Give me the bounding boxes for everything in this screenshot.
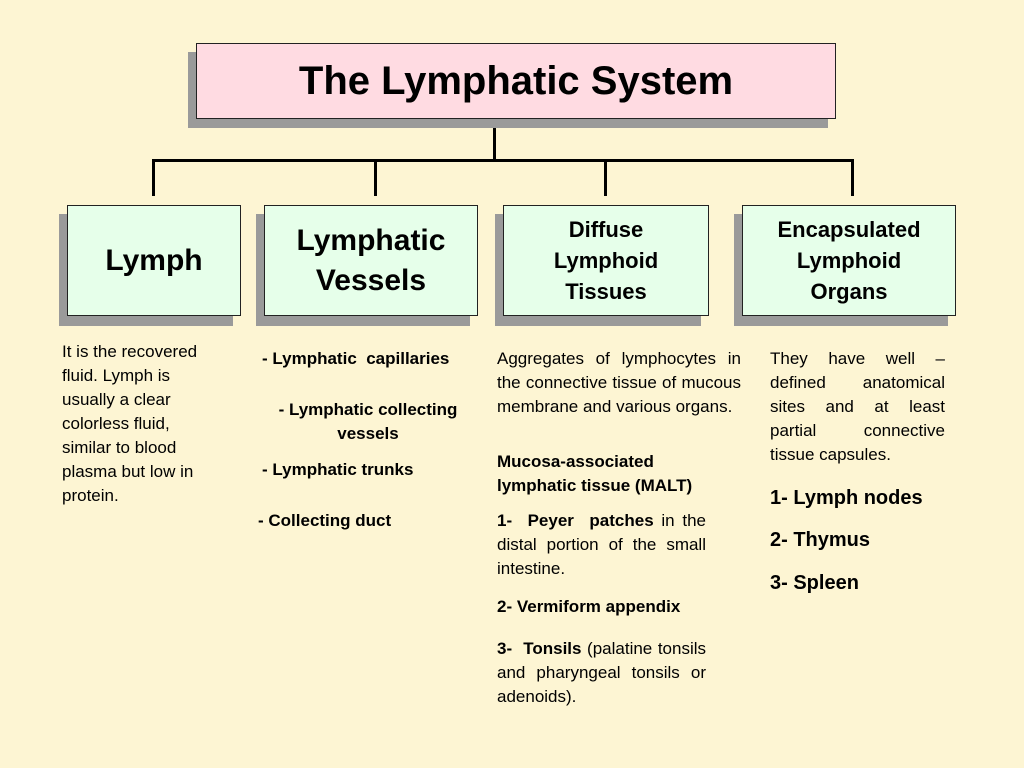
organ-thymus: 2- Thymus xyxy=(770,529,871,551)
category-lymphatic-vessels: Lymphatic Vessels xyxy=(264,205,478,316)
connector-drop-diffuse xyxy=(604,159,607,196)
vessels-item-collecting-duct: - Collecting duct xyxy=(258,511,392,530)
category-vessels-label-line2: Vessels xyxy=(315,263,427,297)
vessels-item-trunks: - Lymphatic trunks xyxy=(262,460,414,479)
connector-drop-encapsulated xyxy=(851,159,854,196)
category-diffuse-label-line1: Diffuse xyxy=(568,217,644,242)
category-encapsulated-label-line2: Lymphoid xyxy=(796,248,902,273)
diffuse-description: Aggregates of lymphocytes in the connect… xyxy=(497,349,741,416)
peyer-patches-description: in the distal portion of the small intes… xyxy=(497,511,707,578)
organ-spleen: 3- Spleen xyxy=(770,572,859,594)
connector-drop-lymph xyxy=(152,159,155,196)
category-diffuse-label-line3: Tissues xyxy=(565,279,647,304)
vessels-item-capillaries: - Lymphatic capillaries xyxy=(262,349,450,368)
category-diffuse-label-line2: Lymphoid xyxy=(553,248,659,273)
connector-trunk xyxy=(493,128,496,161)
page-title-text: The Lymphatic System xyxy=(298,58,734,103)
tonsils-label: 3- Tonsils xyxy=(497,639,582,658)
malt-heading-line1: Mucosa-associated xyxy=(497,452,654,471)
category-lymph: Lymph xyxy=(67,205,241,316)
lymph-description: It is the recovered fluid. Lymph is usua… xyxy=(62,340,252,508)
lymph-description-line: It is the recovered xyxy=(62,342,198,361)
lymph-description-line: fluid. Lymph is xyxy=(62,366,171,385)
malt-heading: Mucosa-associated lymphatic tissue (MALT… xyxy=(497,450,737,498)
vessels-item-collecting: - Lymphatic collecting vessels xyxy=(262,398,474,446)
malt-item-tonsils: 3- Tonsils (palatine tonsils and pharyng… xyxy=(497,637,706,709)
connector-horizontal xyxy=(152,159,854,162)
category-lymph-label: Lymph xyxy=(105,243,203,277)
encapsulated-description: They have well – defined anatomical site… xyxy=(770,349,945,464)
lymph-description-line: plasma but low in xyxy=(62,462,194,481)
category-encapsulated-label-line1: Encapsulated xyxy=(777,217,921,242)
category-diffuse-lymphoid-tissues: Diffuse Lymphoid Tissues xyxy=(503,205,709,316)
page-title: The Lymphatic System xyxy=(196,43,836,119)
malt-heading-line2: lymphatic tissue (MALT) xyxy=(497,476,693,495)
category-encapsulated-label-line3: Organs xyxy=(810,279,888,304)
lymph-description-line: protein. xyxy=(62,486,119,505)
malt-item-vermiform-appendix: 2- Vermiform appendix xyxy=(497,597,681,616)
organ-lymph-nodes: 1- Lymph nodes xyxy=(770,487,923,509)
category-encapsulated-lymphoid-organs: Encapsulated Lymphoid Organs xyxy=(742,205,956,316)
lymph-description-line: usually a clear xyxy=(62,390,171,409)
lymph-description-line: colorless fluid, xyxy=(62,414,170,433)
peyer-patches-label: 1- Peyer patches xyxy=(497,511,654,530)
vessels-item-collecting-line2: vessels xyxy=(337,424,399,443)
tonsils-description: (palatine tonsils and pharyngeal tonsils… xyxy=(497,639,706,706)
lymph-description-line: similar to blood xyxy=(62,438,177,457)
connector-drop-vessels xyxy=(374,159,377,196)
category-vessels-label-line1: Lymphatic xyxy=(296,223,446,257)
malt-item-peyer-patches: 1- Peyer patches in the distal portion o… xyxy=(497,509,706,581)
vessels-item-collecting-line1: - Lymphatic collecting xyxy=(278,400,458,419)
